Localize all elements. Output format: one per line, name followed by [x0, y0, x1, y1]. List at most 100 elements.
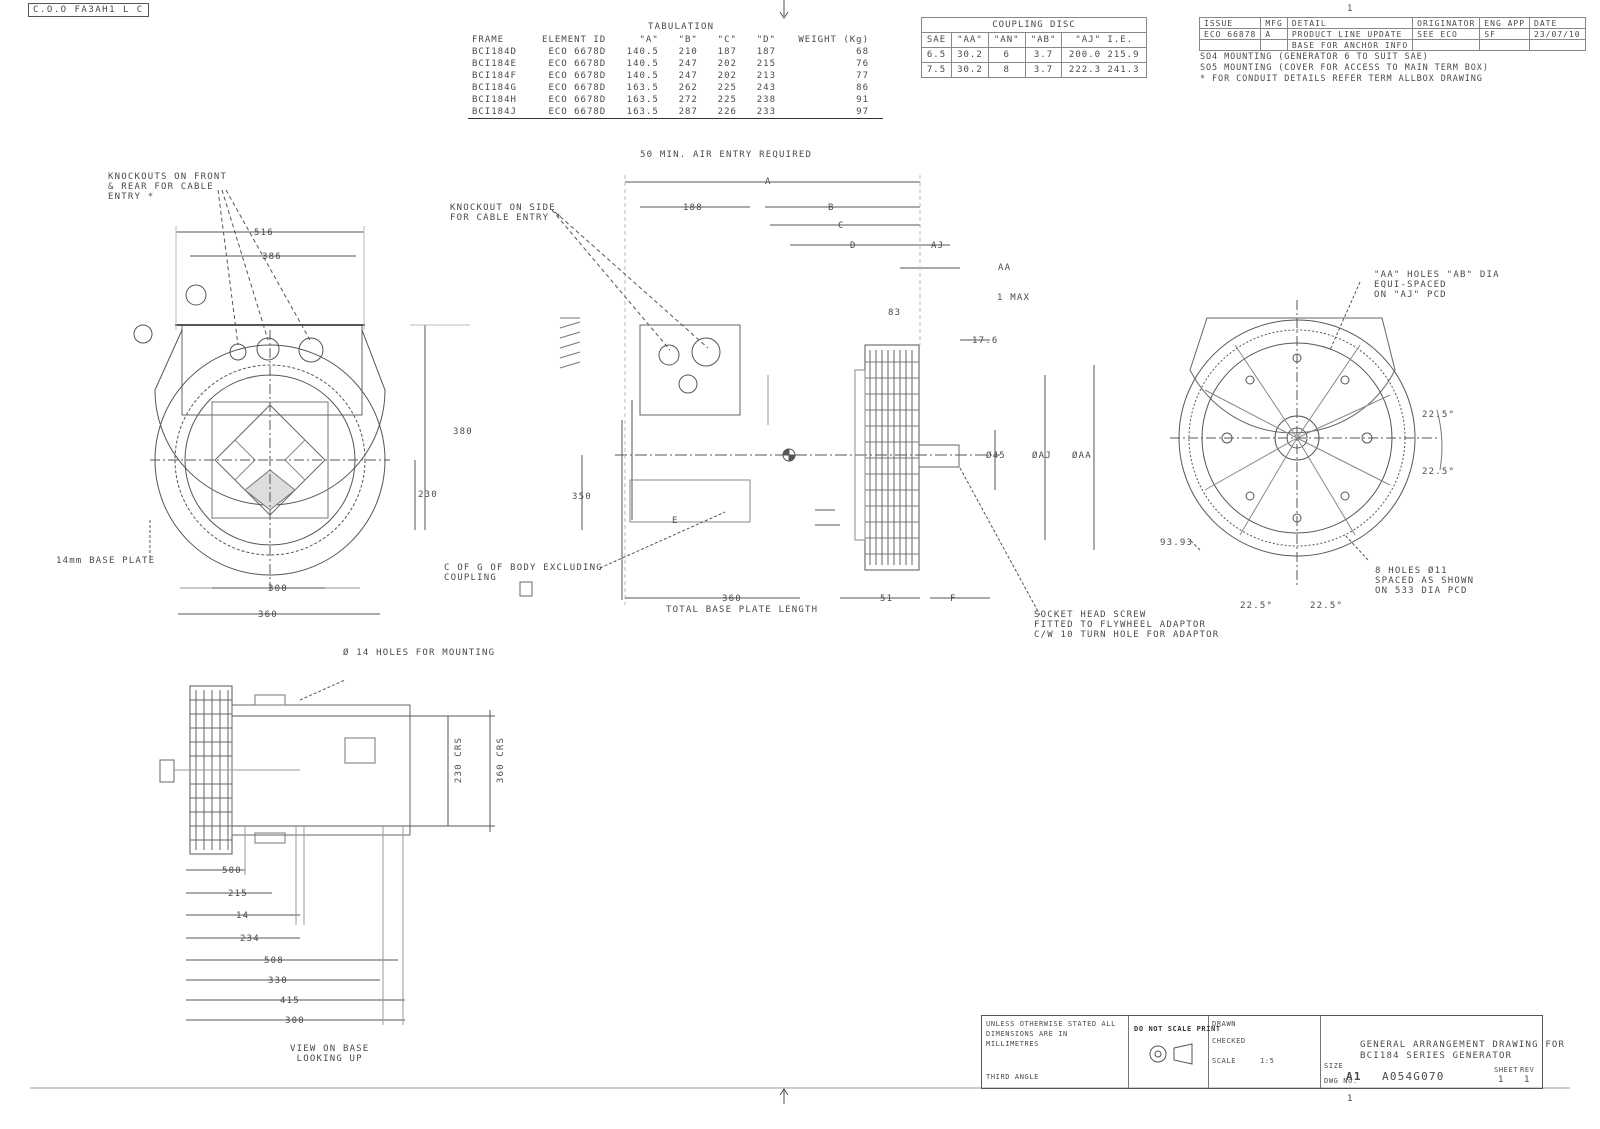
dim-front-bottom-2: 300	[268, 584, 288, 594]
tabulation-cell-5: 187	[756, 47, 776, 57]
dim-side-350: 350	[572, 492, 592, 502]
dim-side-e: E	[672, 516, 679, 526]
dim-base-14: 14	[236, 911, 250, 921]
coupling-cell-4: 222.3 241.3	[1061, 62, 1147, 78]
aa-holes-label: "AA" HOLES "AB" DIA EQUI-SPACED ON "AJ" …	[1374, 270, 1500, 300]
dim-base-215: 215	[228, 889, 248, 899]
scale-label: SCALE	[1212, 1057, 1237, 1065]
dim-side-aa: AA	[998, 263, 1012, 273]
dim-side-a: A	[765, 177, 772, 187]
shaft-note: SOCKET HEAD SCREW FITTED TO FLYWHEEL ADA…	[1034, 610, 1220, 640]
tabulation-cell-4: 225	[717, 95, 737, 105]
tabulation-cell-5: 243	[756, 83, 776, 93]
side-view	[519, 175, 1095, 616]
dim-front-height-2: 230	[418, 490, 438, 500]
tabulation-cell-6: 86	[856, 83, 869, 93]
tolerance-cell: UNLESS OTHERWISE STATED ALL DIMENSIONS A…	[982, 1016, 1129, 1088]
dim-side-17-6: 17.6	[972, 336, 999, 346]
tabulation-header-3: "B"	[678, 35, 698, 45]
dim-base-415: 415	[280, 996, 300, 1006]
tabulation-header-6: WEIGHT (Kg)	[798, 35, 869, 45]
tabulation-cell-5: 213	[756, 71, 776, 81]
dim-side-aj: AJ	[931, 241, 945, 251]
dim-side-188: 188	[683, 203, 703, 213]
tabulation-header-5: "D"	[756, 35, 776, 45]
sheet-of: 1	[1524, 1075, 1531, 1085]
tabulation-cell-0: BCI184D	[472, 47, 517, 57]
tabulation-cell-5: 215	[756, 59, 776, 69]
tabulation-cell-5: 238	[756, 95, 776, 105]
tabulation-cell-3: 247	[678, 71, 698, 81]
tabulation-cell-2: 140.5	[626, 59, 659, 69]
tabulation-cell-2: 163.5	[626, 83, 659, 93]
dim-base-360c: 360 CRS	[496, 736, 507, 784]
drawn-label: DRAWN	[1212, 1020, 1237, 1028]
tabulation-title: TABULATION	[648, 22, 715, 32]
dim-base-234: 234	[240, 934, 260, 944]
revision-cell-3	[1412, 39, 1481, 51]
front-view	[133, 189, 470, 615]
projection-text: THIRD ANGLE	[986, 1073, 1039, 1081]
tabulation-cell-0: BCI184F	[472, 71, 517, 81]
dim-base-508: 508	[264, 956, 284, 966]
tabulation-cell-1: ECO 6678D	[548, 95, 607, 105]
projection-symbol-icon	[1149, 1043, 1193, 1065]
tabulation-cell-3: 247	[678, 59, 698, 69]
revision-cell-4	[1479, 39, 1531, 51]
checked-label: CHECKED	[1212, 1037, 1246, 1045]
base-view	[159, 679, 495, 1025]
dim-side-51: 51	[880, 594, 894, 604]
note-3: * FOR CONDUIT DETAILS REFER TERM ALLBOX …	[1200, 74, 1483, 84]
tabulation-cell-1: ECO 6678D	[534, 106, 621, 119]
total-base-label: TOTAL BASE PLATE LENGTH	[666, 605, 819, 615]
tabulation-cell-1: ECO 6678D	[548, 47, 607, 57]
dim-side-dia-aa: ØAA	[1072, 451, 1092, 461]
tabulation-cell-1: ECO 6678D	[548, 83, 607, 93]
title-line-1: GENERAL ARRANGEMENT DRAWING FOR	[1360, 1040, 1566, 1050]
coupling-cell-3: 3.7	[1024, 62, 1063, 78]
dim-side-f: F	[950, 594, 957, 604]
revision-cell-2: BASE FOR ANCHOR INFO	[1286, 39, 1414, 51]
tabulation-cell-3: 210	[678, 47, 698, 57]
dim-side-dia45: Ø45	[986, 451, 1006, 461]
dim-base-330: 330	[268, 976, 288, 986]
size-label: SIZE	[1324, 1062, 1344, 1070]
tabulation-cell-2: 140.5	[626, 71, 659, 81]
tabulation-cell-5: 233	[750, 106, 790, 119]
tabulation-cell-6: 68	[856, 47, 869, 57]
title-cell: GENERAL ARRANGEMENT DRAWING FOR BCI184 S…	[1320, 1016, 1564, 1088]
title-block: UNLESS OTHERWISE STATED ALL DIMENSIONS A…	[981, 1015, 1564, 1089]
scale-value: 1:5	[1260, 1057, 1275, 1065]
note-2: SO5 MOUNTING (COVER FOR ACCESS TO MAIN T…	[1200, 63, 1489, 73]
tabulation-cell-0: BCI184J	[468, 106, 535, 119]
tabulation-cell-4: 202	[717, 71, 737, 81]
knockouts-front-label: KNOCKOUTS ON FRONT & REAR FOR CABLE ENTR…	[108, 172, 228, 202]
mount-holes-label: Ø 14 HOLES FOR MOUNTING	[343, 648, 496, 658]
top-center-arrow	[779, 0, 789, 19]
tabulation-cell-0: BCI184H	[472, 95, 517, 105]
dim-front-width-2: 386	[262, 252, 282, 262]
air-entry-note: 50 MIN. AIR ENTRY REQUIRED	[640, 150, 813, 160]
tabulation-cell-1: ECO 6678D	[548, 71, 607, 81]
knockout-side-label: KNOCKOUT ON SIDE FOR CABLE ENTRY *	[450, 203, 563, 223]
sheet-label: SHEET	[1494, 1066, 1519, 1074]
base-plate-label: 14mm BASE PLATE	[56, 556, 156, 566]
sheet-number: 1	[1498, 1075, 1505, 1085]
rear-view	[1170, 281, 1443, 585]
tabulation-header-4: "C"	[717, 35, 737, 45]
dim-right-22-5: 22.5°	[1422, 410, 1456, 420]
tabulation-cell-1: ECO 6678D	[548, 59, 607, 69]
cog-label: C OF G OF BODY EXCLUDING COUPLING	[444, 563, 603, 583]
dim-side-b: B	[828, 203, 835, 213]
tabulation-cell-0: BCI184G	[472, 83, 517, 93]
